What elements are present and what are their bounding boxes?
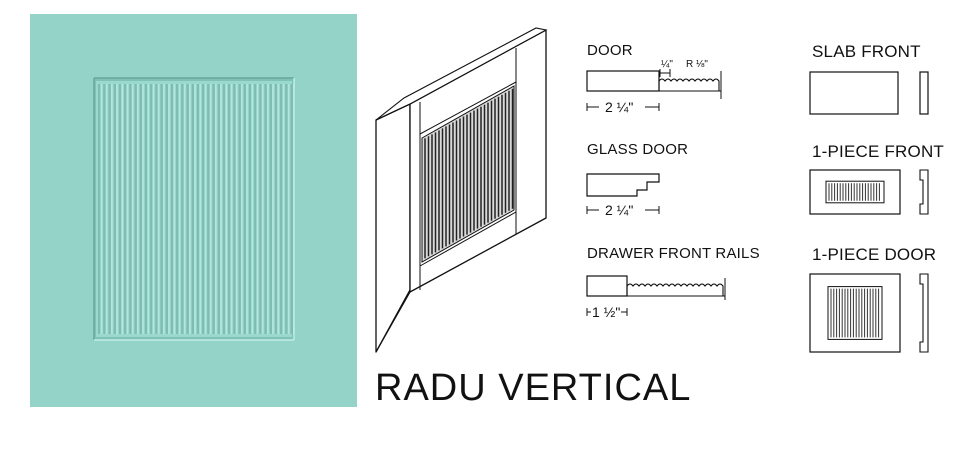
one-piece-door-drawing xyxy=(809,273,929,353)
slab-front-drawing xyxy=(809,71,929,115)
door-photo-drawing xyxy=(30,14,357,407)
door-profile-label: DOOR xyxy=(587,42,633,59)
door-profile-width: 2 ¼" xyxy=(605,99,634,115)
product-title: RADU VERTICAL xyxy=(375,367,692,409)
door-photo xyxy=(30,14,357,407)
door-bead-width: ¼" xyxy=(661,59,673,70)
slab-front-label: SLAB FRONT xyxy=(812,42,921,61)
drawer-rails-profile-width: 1 ½" xyxy=(592,304,621,320)
glass-door-profile-drawing xyxy=(586,173,660,214)
isometric-door-drawing xyxy=(375,27,548,353)
door-bead-radius: R ⅛" xyxy=(686,59,708,70)
one-piece-front-drawing xyxy=(809,169,929,215)
one-piece-front-label: 1-PIECE FRONT xyxy=(812,142,945,161)
door-profile-drawing xyxy=(586,69,722,111)
drawer-rails-profile-label: DRAWER FRONT RAILS xyxy=(587,245,760,262)
drawer-rails-profile-drawing xyxy=(586,275,726,316)
glass-door-profile-width: 2 ¼" xyxy=(605,202,634,218)
one-piece-door-label: 1-PIECE DOOR xyxy=(812,245,937,264)
glass-door-profile-label: GLASS DOOR xyxy=(587,141,689,158)
